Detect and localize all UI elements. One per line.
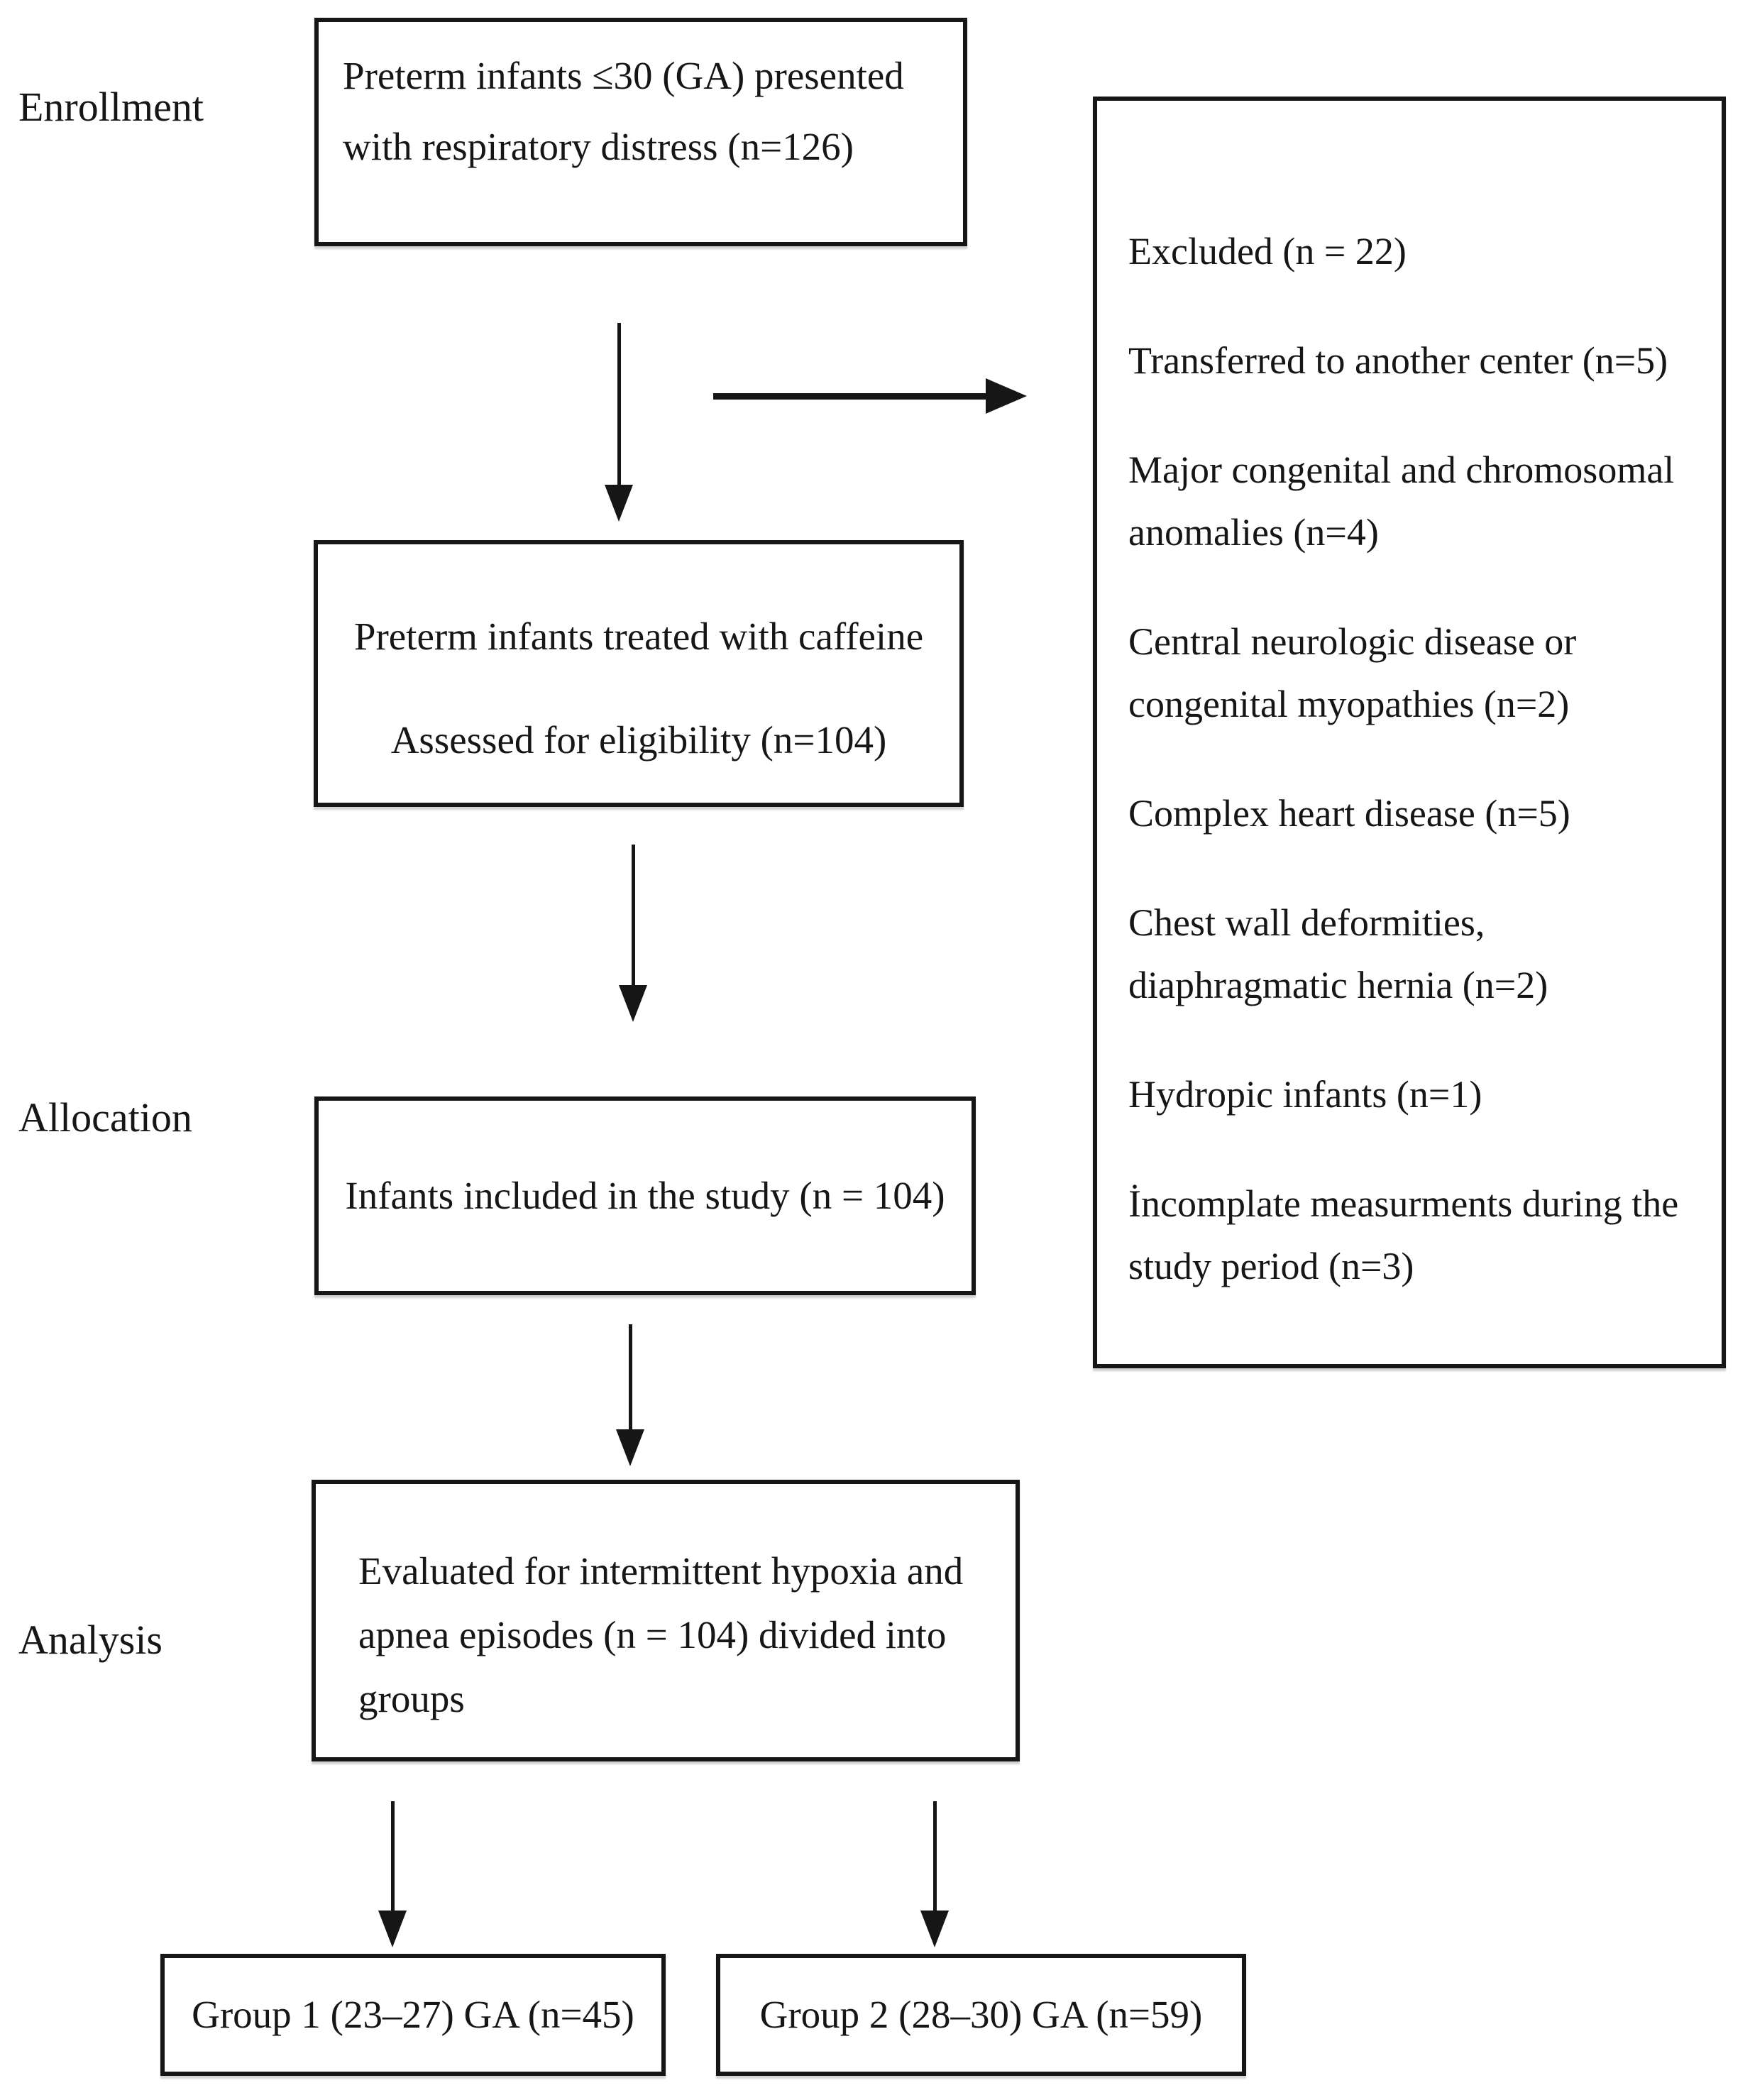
allocation-box-text: Infants included in the study (n = 104): [345, 1174, 945, 1217]
enrollment-box-line-2: with respiratory distress (n=126): [343, 125, 854, 168]
arrow-down-icon: [919, 1801, 950, 1947]
excluded-item: Central neurologic disease or congenital…: [1128, 620, 1577, 725]
enrollment-box: Preterm infants ≤30 (GA) presented with …: [314, 18, 967, 246]
excluded-box: Excluded (n = 22) Transferred to another…: [1093, 97, 1726, 1368]
excluded-item: Major congenital and chromosomal anomali…: [1128, 449, 1675, 554]
analysis-box-line-1: Evaluated for intermittent hypoxia and: [358, 1549, 964, 1593]
excluded-item: Transferred to another center (n=5): [1128, 339, 1668, 382]
stage-label-enrollment: Enrollment: [18, 84, 204, 130]
group1-box: Group 1 (23–27) GA (n=45): [160, 1954, 666, 2076]
allocation-box: Infants included in the study (n = 104): [314, 1096, 976, 1295]
arrow-down-icon: [377, 1801, 408, 1947]
arrow-head: [605, 485, 633, 522]
eligibility-box-line-2: Assessed for eligibility (n=104): [390, 718, 887, 762]
arrow-down-icon: [617, 845, 649, 1022]
arrow-head: [619, 985, 647, 1022]
excluded-item: Hydropic infants (n=1): [1128, 1073, 1482, 1116]
eligibility-box-line-1: Preterm infants treated with caffeine: [353, 615, 924, 658]
excluded-item: Excluded (n = 22): [1128, 230, 1407, 273]
excluded-item: İncomplate measurments during the study …: [1128, 1182, 1679, 1287]
group1-box-text: Group 1 (23–27) GA (n=45): [192, 1993, 634, 2036]
enrollment-box-line-1: Preterm infants ≤30 (GA) presented: [343, 54, 904, 97]
eligibility-box: Preterm infants treated with caffeine As…: [314, 540, 964, 807]
arrow-shaft: [932, 1801, 937, 1911]
analysis-box-line-2: apnea episodes (n = 104) divided into: [358, 1613, 947, 1656]
group2-box-text: Group 2 (28–30) GA (n=59): [759, 1993, 1203, 2036]
arrow-head: [920, 1911, 949, 1947]
group2-box: Group 2 (28–30) GA (n=59): [716, 1954, 1246, 2076]
analysis-box: Evaluated for intermittent hypoxia and a…: [312, 1480, 1020, 1761]
arrow-head: [986, 378, 1027, 414]
arrow-right-icon: [713, 377, 1027, 415]
excluded-item: Chest wall deformities, diaphragmatic he…: [1128, 901, 1548, 1006]
analysis-box-line-3: groups: [358, 1677, 465, 1720]
arrow-shaft: [628, 1324, 632, 1429]
stage-label-analysis: Analysis: [18, 1617, 163, 1663]
excluded-item: Complex heart disease (n=5): [1128, 792, 1570, 835]
arrow-down-icon: [615, 1324, 646, 1466]
stage-label-allocation: Allocation: [18, 1094, 192, 1140]
arrow-shaft: [617, 323, 621, 485]
arrow-shaft: [631, 845, 635, 985]
arrow-shaft: [713, 392, 986, 400]
arrow-down-icon: [603, 323, 634, 522]
arrow-head: [616, 1429, 644, 1466]
arrow-head: [378, 1911, 407, 1947]
arrow-shaft: [390, 1801, 395, 1911]
